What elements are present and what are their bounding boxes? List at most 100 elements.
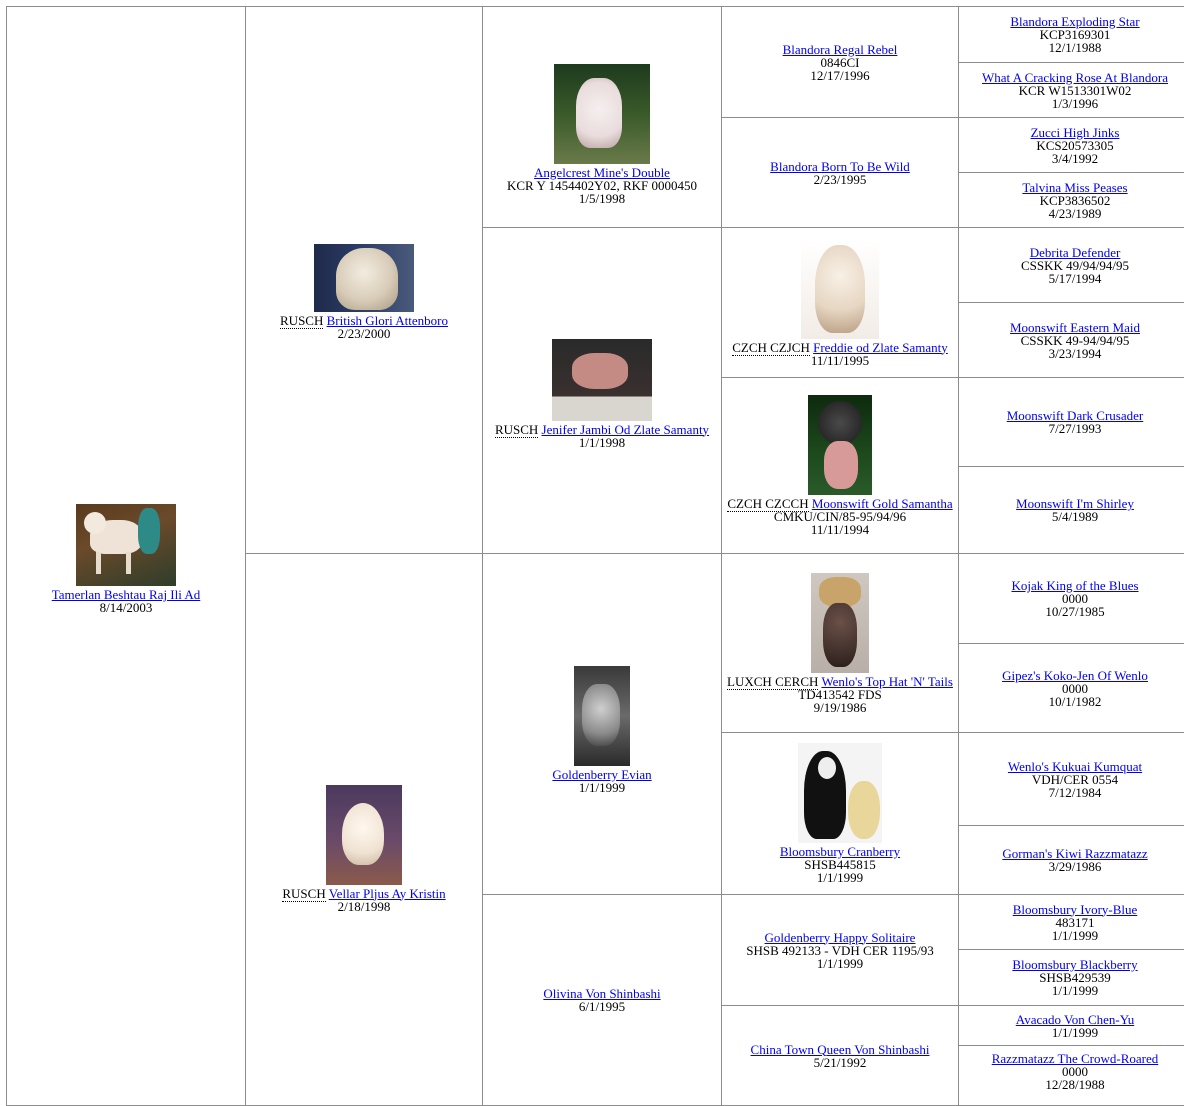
dog-date: 11/11/1995 [810, 352, 870, 368]
dog-registration: KCP3836502 [1039, 192, 1111, 208]
pedigree-cell-g5: Moonswift Dark Crusader 7/27/1993 [958, 377, 1184, 467]
dog-name-link[interactable]: Wenlo's Top Hat 'N' Tails [821, 673, 953, 689]
dog-name-link[interactable]: Bloomsbury Ivory-Blue [1012, 901, 1138, 917]
dog-registration: 0846CI [820, 54, 860, 70]
pedigree-cell-g4: Bloomsbury Cranberry SHSB445815 1/1/1999 [721, 732, 959, 895]
dog-registration: 0000 [1062, 591, 1088, 606]
dog-date: 11/11/1994 [810, 522, 870, 537]
pedigree-cell-g5: Zucci High Jinks KCS20573305 3/4/1992 [958, 117, 1184, 173]
title-abbr: LUXCH CERCH [727, 673, 819, 690]
dog-date: 12/1/1988 [1048, 40, 1102, 55]
dog-photo[interactable] [326, 784, 402, 885]
dog-name-link[interactable]: Bloomsbury Blackberry [1012, 957, 1138, 972]
dog-name-link[interactable]: Moonswift Eastern Maid [1010, 319, 1140, 335]
pedigree-cell-g5: Bloomsbury Ivory-Blue 483171 1/1/1999 [958, 894, 1184, 950]
dog-name-link[interactable]: Jenifer Jambi Od Zlate Samanty [541, 421, 710, 437]
dog-name-link[interactable]: Gipez's Koko-Jen Of Wenlo [1002, 667, 1148, 683]
dog-photo[interactable] [554, 63, 650, 164]
dog-name-link[interactable]: Debrita Defender [1029, 244, 1121, 260]
pedigree-cell-g4: LUXCH CERCH Wenlo's Top Hat 'N' Tails TD… [721, 553, 959, 733]
dog-name-link[interactable]: Angelcrest Mine's Double [534, 164, 670, 180]
pedigree-cell-g5: Bloomsbury Blackberry SHSB429539 1/1/199… [958, 949, 1184, 1006]
pedigree-cell-g4: CZCH CZCCH Moonswift Gold Samantha CMKU/… [721, 377, 959, 554]
dog-name-link[interactable]: What A Cracking Rose At Blandora [982, 69, 1168, 85]
pedigree-cell-g3: Olivina Von Shinbashi 6/1/1995 [482, 894, 722, 1106]
dog-name-link[interactable]: Avacado Von Chen-Yu [1015, 1011, 1135, 1027]
dog-photo[interactable] [76, 504, 176, 586]
dog-date: 4/23/1989 [1048, 205, 1102, 221]
dog-date: 2/23/1995 [813, 171, 867, 187]
dog-name-link[interactable]: China Town Queen Von Shinbashi [750, 1041, 930, 1057]
dog-name-link[interactable]: Blandora Regal Rebel [782, 41, 898, 57]
title-abbr: RUSCH [494, 421, 539, 438]
dog-name-link[interactable]: Blandora Born To Be Wild [770, 158, 910, 174]
pedigree-cell-g4: Blandora Born To Be Wild 2/23/1995 [721, 117, 959, 228]
dog-registration: 0000 [1062, 680, 1088, 696]
dog-date: 1/1/1999 [1051, 983, 1099, 998]
dog-date: 1/1/1998 [578, 434, 626, 450]
pedigree-cell-g4: CZCH CZJCH Freddie od Zlate Samanty 11/1… [721, 227, 959, 378]
pedigree-cell-g5: Wenlo's Kukuai Kumquat VDH/CER 0554 7/12… [958, 732, 1184, 826]
dog-name-link[interactable]: Moonswift Dark Crusader [1006, 408, 1144, 423]
dog-date: 10/27/1985 [1045, 604, 1105, 619]
pedigree-cell-g5: Gorman's Kiwi Razzmatazz 3/29/1986 [958, 825, 1184, 895]
dog-name-link[interactable]: Kojak King of the Blues [1011, 578, 1139, 593]
pedigree-cell-g5: Moonswift I'm Shirley 5/4/1989 [958, 466, 1184, 554]
dog-date: 8/14/2003 [99, 600, 153, 615]
dog-date: 12/28/1988 [1045, 1077, 1105, 1092]
dog-photo[interactable] [808, 395, 872, 495]
dog-photo[interactable] [574, 666, 630, 766]
dog-name-link[interactable]: Goldenberry Evian [552, 767, 652, 782]
dog-name-link[interactable]: Bloomsbury Cranberry [779, 844, 901, 859]
title-abbr: RUSCH [280, 313, 324, 329]
dog-photo[interactable] [552, 338, 652, 421]
dog-date: 2/18/1998 [337, 898, 391, 914]
dog-registration: CSSKK 49-94/94/95 [1020, 332, 1130, 348]
dog-name-link[interactable]: Freddie od Zlate Samanty [813, 339, 948, 355]
dog-name-link[interactable]: Blandora Exploding Star [1010, 14, 1140, 29]
dog-date: 1/1/1999 [816, 955, 864, 971]
pedigree-cell-g3: Goldenberry Evian 1/1/1999 [482, 553, 722, 895]
dog-name-link[interactable]: Zucci High Jinks [1030, 124, 1120, 140]
dog-date: 5/4/1989 [1051, 509, 1099, 524]
pedigree-cell-g5: Razzmatazz The Crowd-Roared 0000 12/28/1… [958, 1045, 1184, 1106]
title-abbr: CZCH CZCCH [727, 496, 809, 512]
dog-name-link[interactable]: Olivina Von Shinbashi [543, 986, 661, 1001]
dog-registration: KCR W1513301W02 [1018, 82, 1132, 98]
pedigree-cell-g5: Avacado Von Chen-Yu 1/1/1999 [958, 1005, 1184, 1046]
dog-registration: SHSB445815 [804, 857, 876, 872]
dog-date: 5/21/1992 [813, 1054, 867, 1070]
dog-photo[interactable] [798, 743, 882, 843]
pedigree-cell-g5: Talvina Miss Peases KCP3836502 4/23/1989 [958, 172, 1184, 228]
dog-registration: 0000 [1062, 1064, 1088, 1079]
dog-name-link[interactable]: Razzmatazz The Crowd-Roared [991, 1051, 1159, 1066]
dog-name-link[interactable]: Moonswift Gold Samantha [811, 496, 953, 511]
dog-name-link[interactable]: Talvina Miss Peases [1022, 179, 1128, 195]
dog-registration: CMKU/CIN/85-95/94/96 [773, 509, 907, 524]
pedigree-cell-sire: RUSCH British Glori Attenboro 2/23/2000 [245, 6, 483, 554]
dog-date: 1/1/1999 [816, 870, 864, 885]
pedigree-cell-g5: Debrita Defender CSSKK 49/94/94/95 5/17/… [958, 227, 1184, 303]
dog-date: 7/12/1984 [1048, 784, 1102, 800]
dog-date: 7/27/1993 [1048, 421, 1102, 436]
dog-photo[interactable] [314, 244, 414, 312]
dog-photo[interactable] [811, 572, 869, 673]
dog-registration: 483171 [1055, 914, 1095, 930]
dog-date: 3/29/1986 [1048, 859, 1102, 874]
dog-photo[interactable] [801, 238, 879, 339]
pedigree-cell-g5: Moonswift Eastern Maid CSSKK 49-94/94/95… [958, 302, 1184, 378]
dog-name-link[interactable]: British Glori Attenboro [326, 313, 448, 328]
dog-name-link[interactable]: Moonswift I'm Shirley [1016, 496, 1134, 511]
dog-name-link[interactable]: Wenlo's Kukuai Kumquat [1007, 758, 1143, 774]
dog-registration: TD413542 FDS [798, 686, 882, 702]
dog-date: 9/19/1986 [813, 699, 867, 715]
dog-name-link[interactable]: Goldenberry Happy Solitaire [764, 929, 916, 945]
dog-date: 1/3/1996 [1051, 95, 1099, 111]
dog-name-link[interactable]: Tamerlan Beshtau Raj Ili Ad [51, 587, 201, 602]
dog-name-link[interactable]: Gorman's Kiwi Razzmatazz [1002, 846, 1148, 861]
dog-date: 10/1/1982 [1048, 693, 1102, 709]
pedigree-cell-g3: Angelcrest Mine's Double KCR Y 1454402Y0… [482, 6, 722, 228]
dog-name-link[interactable]: Vellar Pljus Ay Kristin [328, 885, 446, 901]
dog-registration: SHSB 492133 - VDH CER 1195/93 [746, 942, 934, 958]
dog-registration: KCP3169301 [1039, 27, 1111, 42]
